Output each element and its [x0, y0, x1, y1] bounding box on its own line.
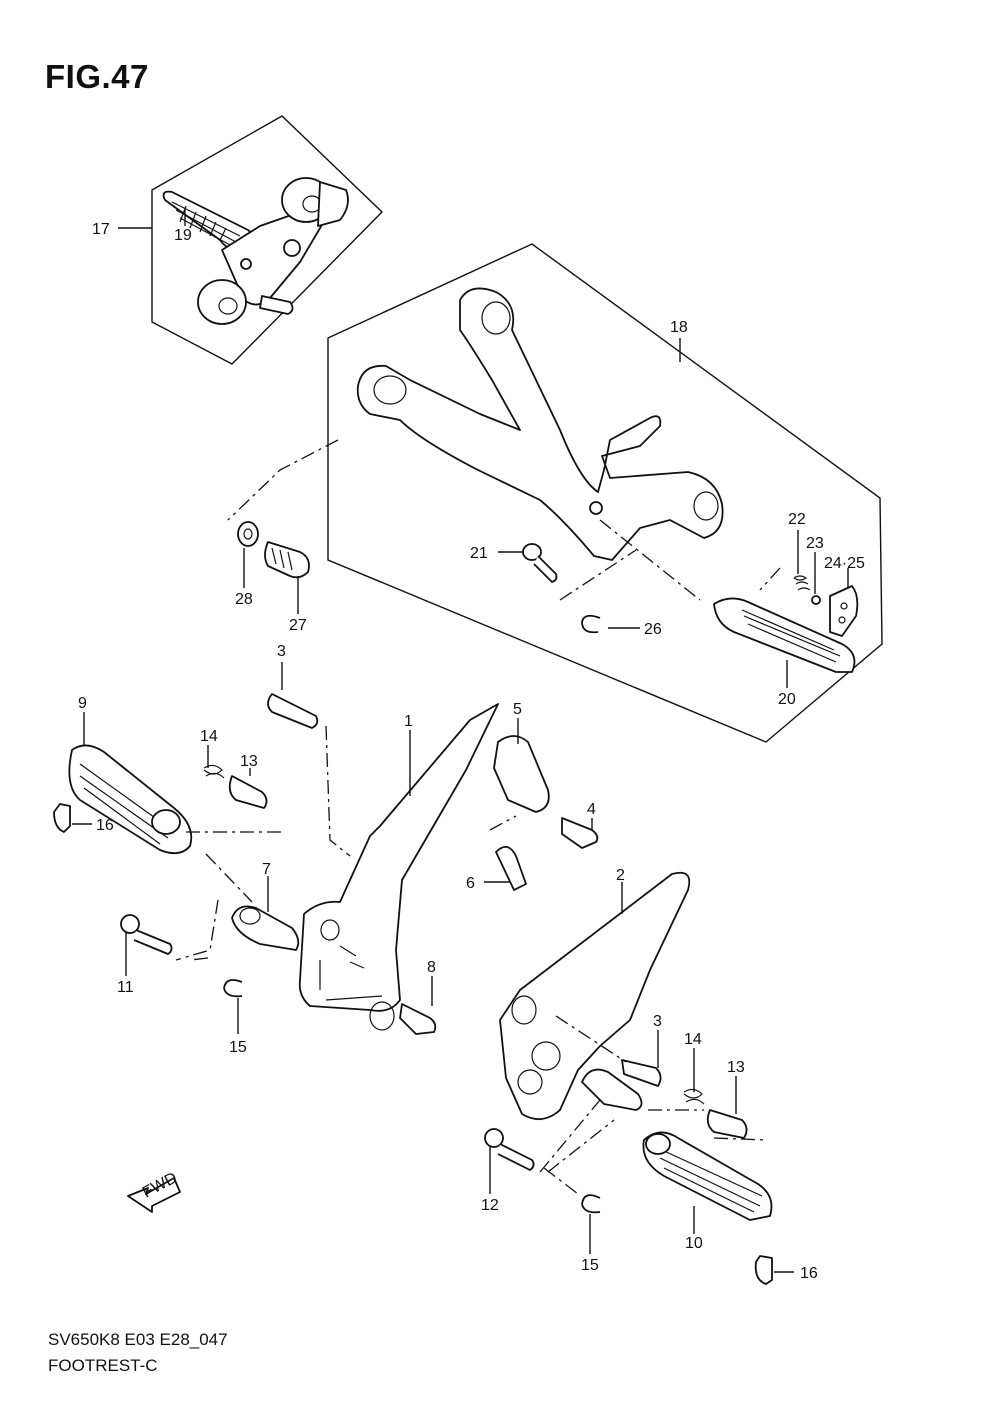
callout-9: 9: [78, 695, 87, 712]
callout-3-left: 3: [277, 643, 286, 660]
callout-1: 1: [404, 713, 413, 730]
callout-4: 4: [587, 801, 596, 818]
callout-10: 10: [685, 1235, 703, 1252]
assembly-18-box: [327, 243, 883, 743]
callout-27: 27: [289, 617, 307, 634]
rear-bracket-drawing: [227, 287, 859, 673]
callout-22: 22: [788, 511, 806, 528]
callout-7: 7: [262, 861, 271, 878]
fwd-direction-arrow: FWD: [127, 1169, 181, 1213]
callout-26: 26: [644, 621, 662, 638]
callout-19: 19: [174, 227, 192, 244]
callout-3-right: 3: [653, 1013, 662, 1030]
callout-18: 18: [670, 319, 688, 336]
rear-footrest-assembly-drawing: [162, 177, 349, 325]
callout-15-right: 15: [581, 1257, 599, 1274]
callout-2: 2: [616, 867, 625, 884]
callout-23: 23: [806, 535, 824, 552]
washer-bolt-28-27-drawing: [237, 521, 310, 579]
callouts: 17 19 18 22 23 24·25 21 26 20 28 27 3 9 …: [78, 221, 865, 1282]
model-code: SV650K8 E03 E28_047: [48, 1330, 228, 1349]
callout-21: 21: [470, 545, 488, 562]
callout-5: 5: [513, 701, 522, 718]
callout-12: 12: [481, 1197, 499, 1214]
callout-13-left: 13: [240, 753, 258, 770]
callout-8: 8: [427, 959, 436, 976]
callout-28: 28: [235, 591, 253, 608]
callout-15-left: 15: [229, 1039, 247, 1056]
callout-14-left: 14: [200, 728, 218, 745]
callout-16-right: 16: [800, 1265, 818, 1282]
callout-13-right: 13: [727, 1059, 745, 1076]
callout-24-25: 24·25: [824, 555, 865, 572]
left-footrest-drawing: [53, 693, 599, 1035]
callout-11: 11: [117, 979, 134, 996]
callout-6: 6: [466, 875, 475, 892]
section-name: FOOTREST-C: [48, 1356, 158, 1375]
callout-17: 17: [92, 221, 110, 238]
callout-16-left: 16: [96, 817, 114, 834]
callout-20: 20: [778, 691, 796, 708]
right-footrest-drawing: [484, 871, 773, 1285]
leader-lines: [72, 210, 849, 1273]
callout-14-right: 14: [684, 1031, 702, 1048]
assembly-17-box: [151, 115, 383, 365]
figure-title: FIG.47: [45, 58, 149, 95]
